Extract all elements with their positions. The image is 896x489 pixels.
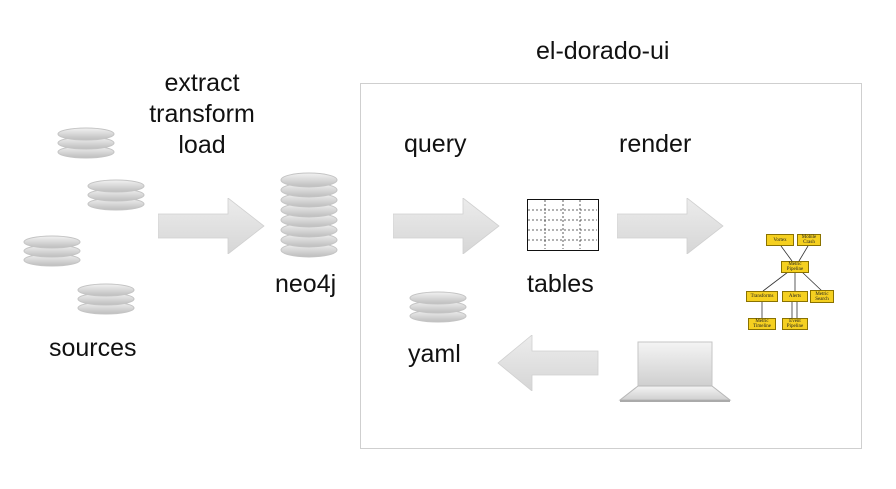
graph-edges (761, 245, 823, 318)
etl-line-load: load (178, 131, 226, 159)
tables-label: tables (527, 270, 594, 298)
graph-node-alerts: Alerts (782, 291, 808, 302)
query-label: query (404, 130, 467, 158)
rendered-graph: Vortex Mobile Crash Metric Pipeline Tran… (744, 232, 836, 332)
yaml-label: yaml (408, 340, 461, 368)
source-database-icon (57, 127, 115, 159)
el-dorado-ui-container (360, 83, 862, 449)
tables-grid-icon (527, 199, 599, 251)
arrow-right-icon (158, 198, 265, 254)
yaml-database-icon (409, 291, 467, 323)
source-database-icon (87, 179, 145, 211)
sources-label: sources (49, 334, 137, 362)
graph-node-mobile-crash: Mobile Crash (797, 234, 821, 246)
source-database-icon (77, 283, 135, 315)
graph-node-transforms: Transforms (746, 291, 778, 302)
source-database-icon (23, 235, 81, 267)
arrow-left-icon (497, 335, 599, 391)
graph-node-event-pipeline: Event Pipeline (782, 318, 808, 330)
app-title: el-dorado-ui (536, 37, 670, 65)
graph-node-metric-timeline: Metric Timeline (748, 318, 776, 330)
etl-label: extract transform load (140, 68, 264, 161)
graph-node-vortex: Vortex (766, 234, 794, 246)
neo4j-label: neo4j (275, 270, 337, 298)
neo4j-database-icon (280, 172, 338, 258)
graph-node-metric-pipeline: Metric Pipeline (781, 261, 809, 273)
etl-line-transform: transform (149, 100, 255, 128)
laptop-icon (618, 341, 732, 402)
render-label: render (619, 130, 692, 158)
graph-node-metric-search: Metric Search (810, 290, 834, 303)
etl-line-extract: extract (164, 69, 240, 97)
arrow-right-icon (617, 198, 724, 254)
arrow-right-icon (393, 198, 500, 254)
